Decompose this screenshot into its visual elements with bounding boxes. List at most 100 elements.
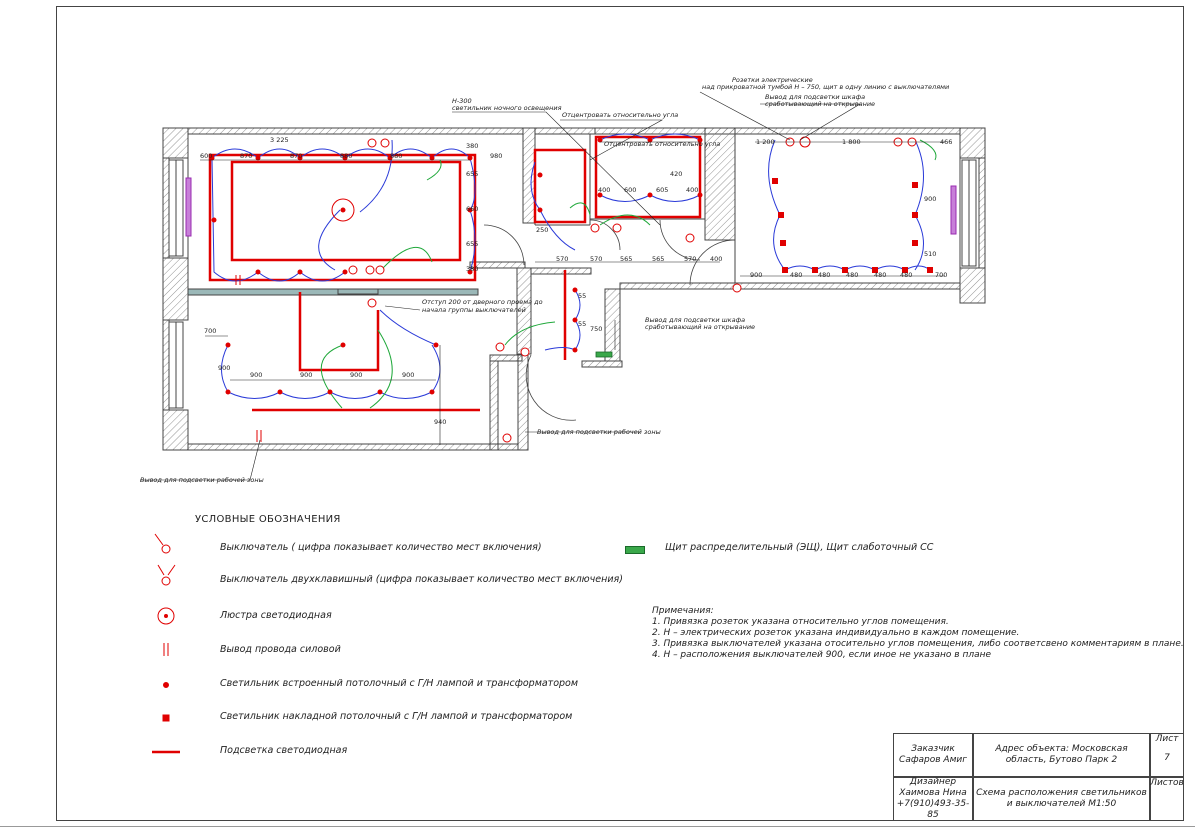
customer-name: Сафаров Амиг: [899, 755, 967, 765]
dim-label: 570: [590, 255, 603, 263]
dim-label: 880: [390, 152, 403, 160]
legend-label: Светильник накладной потолочный с Г/Н ла…: [220, 711, 573, 722]
distribution-panel-icon: [625, 546, 645, 554]
recessed-light-icon: [163, 682, 169, 688]
blue-wiring: [211, 133, 931, 399]
dim-label: 900: [218, 364, 231, 372]
dim-label: 3 225: [270, 136, 289, 144]
work-zone-note-left: Вывод для подсветки рабочей зоны: [140, 476, 264, 484]
legend-label: Щит распределительный (ЭЩ), Щит слаботоч…: [665, 542, 934, 553]
green-wiring: [320, 139, 937, 409]
dim-label: 700: [935, 271, 948, 279]
sockets-note: Розетки электрические: [732, 76, 813, 84]
indent-note-detail: начала группы выключателей: [422, 306, 526, 314]
dim-label: 1 200: [756, 138, 775, 146]
power-wire-outlet-icon: [163, 643, 169, 656]
dim-label: 980: [490, 152, 503, 160]
chandelier-icon: [157, 607, 175, 625]
legend-item: Выключатель двухклавишный (цифра показыв…: [150, 570, 623, 592]
led-strips: [208, 135, 702, 412]
dim-label: 380: [466, 265, 479, 273]
dim-label: 750: [590, 325, 603, 333]
legend-label: Выключатель двухклавишный (цифра показыв…: [220, 574, 623, 585]
cabinet-light-mid-note-detail: сработывающий на открывание: [645, 323, 756, 331]
legend-item: Подсветка светодиодная: [150, 741, 620, 763]
title-block: Заказчик Сафаров Амиг Адрес объекта: Мос…: [893, 733, 1184, 821]
dim-label: 400: [710, 255, 723, 263]
dim-label: 660: [466, 205, 479, 213]
customer-label: Заказчик: [911, 744, 955, 754]
dim-label: 900: [924, 195, 937, 203]
dim-label: 420: [670, 170, 683, 178]
dim-label: 55: [578, 292, 587, 300]
legend-item: Вывод провода силовой: [150, 640, 620, 662]
sheet-number: 7: [1164, 753, 1170, 763]
dim-label: 570: [556, 255, 569, 263]
legend-item: Люстра светодиодная: [150, 606, 620, 628]
sockets-note-detail: над прикроватной тумбой Н – 750, щит в о…: [702, 83, 950, 91]
dim-label: 900: [750, 271, 763, 279]
note-line: 4. Н – расположения выключателей 900, ес…: [652, 650, 992, 660]
windows: [168, 159, 977, 409]
night-light-height: Н-300: [452, 97, 472, 105]
center-corner-note: Отцентровать относительно угла: [562, 111, 679, 119]
cabinet-light-note: Вывод для подсветки шкафа: [765, 93, 866, 101]
recessed-lights: [209, 137, 703, 395]
note-line: 1. Привязка розеток указана относительно…: [652, 617, 949, 627]
surface-light-icon: [162, 714, 170, 722]
dim-label: 600: [624, 186, 637, 194]
cabinet-light-mid-note: Вывод для подсветки шкафа: [645, 316, 746, 324]
legend-label: Люстра светодиодная: [220, 610, 332, 621]
double-switch-icon: [157, 564, 176, 586]
dim-label: 570: [684, 255, 697, 263]
night-light-note: светильник ночного освещения: [452, 104, 562, 112]
page-bottom-border: [0, 826, 1195, 827]
dim-label: 900: [350, 371, 363, 379]
sheets-cell: Листов: [1150, 777, 1184, 821]
legend-title: УСЛОВНЫЕ ОБОЗНАЧЕНИЯ: [195, 514, 341, 525]
dim-label: 870: [290, 152, 303, 160]
dim-label: 1 800: [842, 138, 861, 146]
sheet-cell: Лист 7: [1150, 733, 1184, 777]
dim-label: 250: [536, 226, 549, 234]
dim-label: 55: [578, 320, 587, 328]
dim-label: 480: [818, 271, 831, 279]
center-corner-note-2: Отцентровать относительно угла: [604, 140, 721, 148]
note-line: 2. Н – электрических розеток указана инд…: [652, 628, 1020, 638]
legend-item: Выключатель ( цифра показывает количеств…: [150, 538, 620, 560]
leader-lines: [140, 91, 945, 481]
indent-note: Отступ 200 от дверного проема до: [422, 298, 543, 306]
designer-cell: Дизайнер Хаимова Нина +7(910)493-35-85: [893, 777, 973, 821]
door-swings: [483, 219, 736, 421]
dim-label: 655: [466, 240, 479, 248]
power-wire-outlets: [235, 275, 262, 442]
dim-label: 480: [846, 271, 859, 279]
dim-label: 466: [940, 138, 953, 146]
chandelier-fixture: [331, 198, 355, 222]
designer-name: Хаимова Нина: [899, 788, 967, 798]
address-cell: Адрес объекта: Московская область, Бутов…: [973, 733, 1150, 777]
customer-cell: Заказчик Сафаров Амиг: [893, 733, 973, 777]
dim-label: 480: [874, 271, 887, 279]
dim-label: 480: [900, 271, 913, 279]
legend-label: Светильник встроенный потолочный с Г/Н л…: [220, 678, 579, 689]
drawing-sheet-frame: [56, 6, 1184, 821]
dim-label: 900: [250, 371, 263, 379]
dim-label: 600: [200, 152, 213, 160]
work-zone-note-right: Вывод для подсветки рабочей зоны: [537, 428, 661, 436]
dim-label: 565: [652, 255, 665, 263]
notes-title: Примечания:: [652, 606, 714, 616]
designer-phone: +7(910)493-35-85: [896, 799, 970, 820]
legend-label: Вывод провода силовой: [220, 644, 341, 655]
notes-block: Примечания: 1. Привязка розеток указана …: [652, 606, 1184, 661]
legend-item-panel: Щит распределительный (ЭЩ), Щит слаботоч…: [625, 542, 933, 558]
sheets-label: Листов: [1150, 778, 1184, 788]
switch-icon: [154, 533, 171, 554]
distribution-panel: [595, 351, 613, 358]
dim-label: 655: [466, 170, 479, 178]
object-address: Адрес объекта: Московская область, Бутов…: [995, 744, 1128, 765]
legend-label: Подсветка светодиодная: [220, 745, 348, 756]
legend-label: Выключатель ( цифра показывает количеств…: [220, 542, 542, 553]
dim-label: 565: [620, 255, 633, 263]
